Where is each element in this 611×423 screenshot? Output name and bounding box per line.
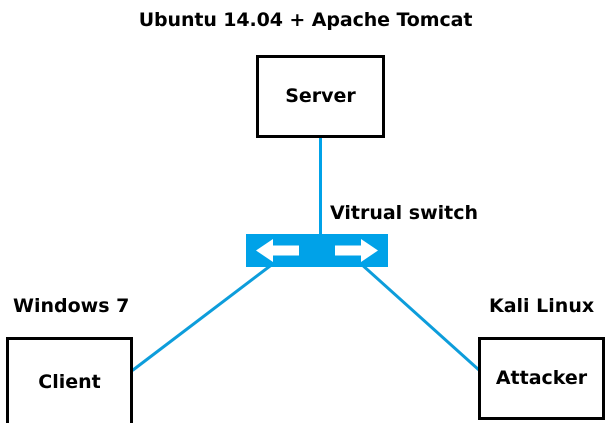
link-switch-to-client <box>131 261 276 372</box>
attacker-os-label: Kali Linux <box>489 295 595 317</box>
node-virtual-switch[interactable] <box>246 234 388 267</box>
link-switch-to-attacker <box>358 261 481 372</box>
virtual-switch-label: Vitrual switch <box>330 202 479 224</box>
server-os-label: Ubuntu 14.04 + Apache Tomcat <box>138 9 473 31</box>
arrow-right-icon <box>335 239 378 262</box>
node-attacker-label: Attacker <box>495 367 588 389</box>
node-client[interactable]: Client <box>6 337 133 423</box>
node-attacker[interactable]: Attacker <box>478 337 605 420</box>
node-server-label: Server <box>285 85 356 107</box>
node-client-label: Client <box>38 370 101 393</box>
node-server[interactable]: Server <box>256 55 385 138</box>
virtual-switch-graphic <box>246 234 388 267</box>
arrow-left-icon <box>256 239 299 262</box>
client-os-label: Windows 7 <box>13 295 130 317</box>
